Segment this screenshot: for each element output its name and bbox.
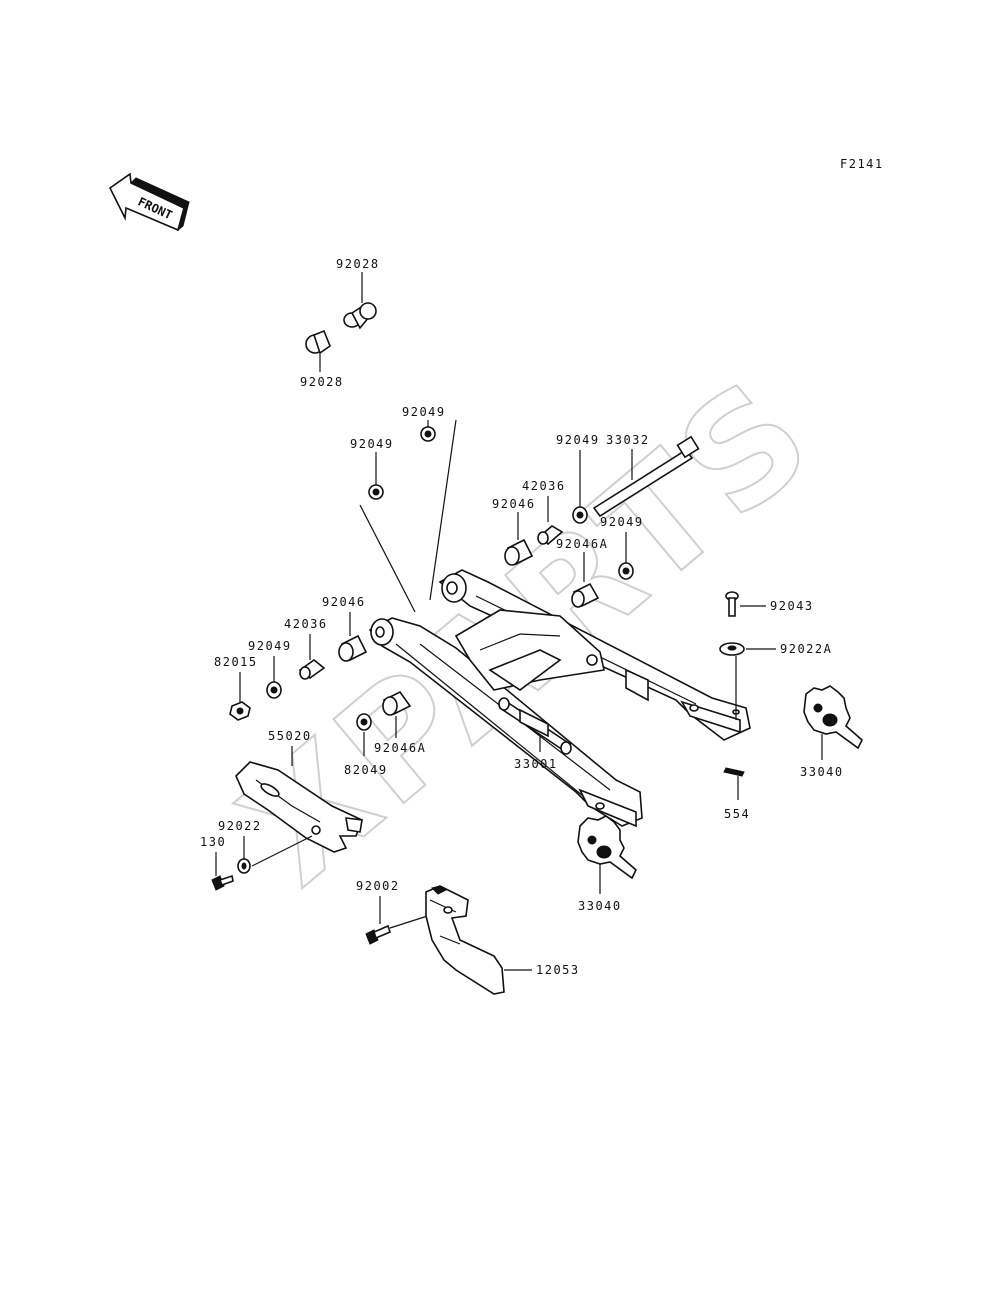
part-label[interactable]: 33001 <box>514 757 558 771</box>
part-label[interactable]: 42036 <box>522 479 566 493</box>
bearing-icon <box>338 634 368 662</box>
washer-icon <box>719 642 745 656</box>
part-label[interactable]: 92046 <box>322 595 366 609</box>
part-label[interactable]: 82015 <box>214 655 258 669</box>
figure-code: F2141 <box>840 157 884 171</box>
part-label[interactable]: 92046A <box>556 537 608 551</box>
part-label[interactable]: 554 <box>724 807 750 821</box>
part-label[interactable]: 55020 <box>268 729 312 743</box>
cotter-pin-icon <box>723 767 745 777</box>
part-label[interactable]: 92022 <box>218 819 262 833</box>
part-label[interactable]: 92046 <box>492 497 536 511</box>
chain-adjuster-icon <box>577 815 637 880</box>
part-label[interactable]: 92028 <box>300 375 344 389</box>
chain-adjuster-icon <box>803 685 863 750</box>
bushing-92028-upper <box>343 272 377 330</box>
part-label[interactable]: 92049 <box>350 437 394 451</box>
pin-icon <box>725 591 739 617</box>
pivot-shaft-icon <box>592 435 700 518</box>
bearing-icon <box>382 690 412 716</box>
bearing-icon <box>504 538 534 566</box>
part-label[interactable]: 92022A <box>780 642 832 656</box>
bolt-icon <box>365 924 391 945</box>
part-label[interactable]: 33040 <box>800 765 844 779</box>
swingarm-icon <box>368 569 751 828</box>
part-label[interactable]: 92002 <box>356 879 400 893</box>
part-label[interactable]: 82049 <box>344 763 388 777</box>
part-label[interactable]: 92049 <box>402 405 446 419</box>
bearing-icon <box>571 582 600 608</box>
chain-cover-icon <box>425 885 505 995</box>
part-label[interactable]: 42036 <box>284 617 328 631</box>
part-label[interactable]: 92043 <box>770 599 814 613</box>
chain-guide-icon <box>235 761 364 853</box>
part-label[interactable]: 92049 <box>248 639 292 653</box>
part-label[interactable]: 130 <box>200 835 226 849</box>
part-label[interactable]: 92046A <box>374 741 426 755</box>
part-label[interactable]: 92049 <box>600 515 644 529</box>
part-label[interactable]: 33040 <box>578 899 622 913</box>
part-label[interactable]: 33032 <box>606 433 650 447</box>
front-arrow-icon: FRONT <box>108 172 190 232</box>
sleeve-icon <box>298 658 326 680</box>
sleeve-icon <box>537 525 564 546</box>
part-label[interactable]: 92028 <box>336 257 380 271</box>
bushing-92028-lower <box>305 329 331 372</box>
nut-icon <box>229 701 251 721</box>
bolt-icon <box>211 874 234 891</box>
part-label[interactable]: 92049 <box>556 433 600 447</box>
part-label[interactable]: 12053 <box>536 963 580 977</box>
